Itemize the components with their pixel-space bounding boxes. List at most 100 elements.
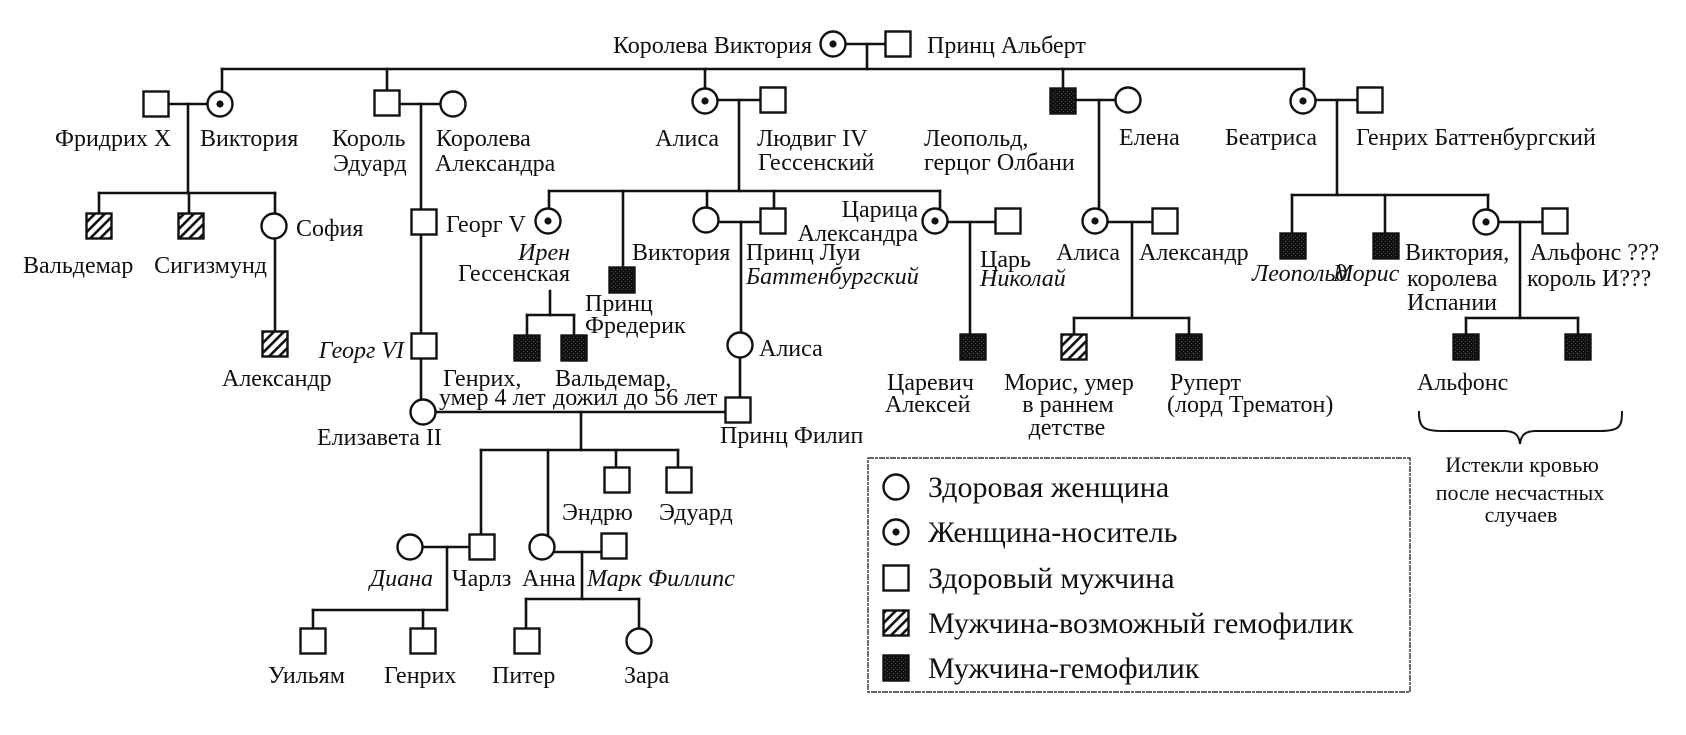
carrier-dot (1482, 218, 1490, 226)
descent-line (97, 191, 277, 215)
label-leopold-albany: Леопольд, (924, 126, 1028, 152)
possible-hemophiliac-square (85, 212, 113, 240)
label-rupert: Руперт (1170, 370, 1242, 396)
possible-hemophiliac-square (882, 609, 910, 637)
carrier-dot (216, 100, 224, 108)
person-beatrice (1289, 87, 1317, 115)
label-henry-hesse: Генрих, (443, 366, 521, 392)
label-sigismund: Сигизмунд (154, 253, 267, 279)
legend-item-healthy-male: Здоровый мужчина (882, 562, 1175, 595)
person-charles (468, 533, 496, 561)
label-charles: Чарлз (452, 566, 511, 592)
label-peter: Питер (492, 663, 555, 689)
descent-line (1464, 316, 1580, 337)
male-square (410, 332, 438, 360)
label-alexander-son-of-sophia: Александр (222, 366, 332, 392)
label-alfonso: Альфонс (1417, 370, 1508, 396)
person-maurice-battenberg (1372, 232, 1400, 260)
label-irene: Ирен (517, 240, 570, 266)
person-ludwig-iv (759, 86, 787, 114)
person-diana (396, 533, 424, 561)
male-square (1541, 207, 1569, 235)
male-square (513, 627, 541, 655)
legend-item-possible-hemophiliac: Мужчина-возможный гемофилик (882, 607, 1354, 640)
hemophiliac-male-square (608, 266, 636, 294)
label-alice: Алиса (655, 126, 719, 152)
label-henry-hesse: умер 4 лет (439, 385, 546, 411)
person-alexander-athlone (1151, 207, 1179, 235)
person-sigismund (177, 212, 205, 240)
legend: Здоровая женщина Женщина-носитель Здоров… (867, 457, 1411, 693)
label-mark-phillips: Марк Филлипс (586, 566, 735, 592)
label-ludwig-iv: Гессенский (758, 150, 875, 176)
person-victoria-princess-royal (206, 90, 234, 118)
bleeding-note: Истекли кровью после несчастных случаев (1436, 452, 1605, 527)
person-alice (691, 87, 719, 115)
possible-hemophiliac-square (261, 330, 289, 358)
person-george-v (410, 208, 438, 236)
label-louis-battenberg: Принц Луи (746, 240, 861, 266)
label-edward: Эдуард (659, 500, 733, 526)
label-ludwig-iv: Людвиг IV (757, 126, 868, 152)
person-queen-alexandra (439, 90, 467, 118)
hemophiliac-male-square (959, 333, 987, 361)
legend-item-carrier-female: Женщина-носитель (882, 516, 1178, 549)
label-rupert: (лорд Трематон) (1167, 392, 1333, 418)
legend-label: Женщина-носитель (928, 516, 1178, 549)
descent-line (1290, 193, 1490, 235)
curly-brace (1417, 410, 1624, 445)
label-queen-alexandra: Александра (435, 151, 556, 177)
hemophiliac-male-square (1452, 333, 1480, 361)
person-elena (1114, 86, 1142, 114)
label-tsarevich-alexei: Царевич (887, 370, 974, 396)
person-tsarevich-alexei (959, 333, 987, 361)
male-square (882, 564, 910, 592)
female-circle (692, 206, 720, 234)
person-edward (665, 466, 693, 494)
label-maurice-athlone: в раннем (1022, 392, 1114, 418)
male-square (665, 466, 693, 494)
label-victoria-princess-royal: Виктория (200, 126, 298, 152)
person-tsarina-alexandra (921, 207, 949, 235)
person-king-edward (373, 89, 401, 117)
legend-item-hemophiliac: Мужчина-гемофилик (882, 652, 1200, 685)
person-tsar-nicholas (994, 207, 1022, 235)
legend-label: Здоровый мужчина (928, 562, 1175, 595)
female-circle (882, 473, 910, 501)
note-line: случаев (1485, 502, 1558, 527)
person-victoria-eugenie (1472, 208, 1500, 236)
person-gonzalo (1564, 333, 1592, 361)
female-circle (1114, 86, 1142, 114)
label-victoria-eugenie: Виктория, (1405, 240, 1509, 266)
person-rupert (1175, 333, 1203, 361)
hemophiliac-symbol-icon (882, 654, 910, 682)
person-victoria-hesse (692, 206, 720, 234)
person-frederick-iii (142, 90, 170, 118)
label-elena: Елена (1119, 125, 1180, 151)
possible-hemophiliac-symbol-icon (882, 609, 910, 637)
male-square (410, 208, 438, 236)
label-beatrice: Беатриса (1225, 125, 1317, 151)
female-circle (439, 90, 467, 118)
label-victoria-eugenie: королева (1407, 266, 1498, 292)
label-alexander-athlone: Александр (1139, 240, 1249, 266)
label-andrew: Эндрю (562, 500, 633, 526)
label-william: Уильям (268, 663, 345, 689)
carrier-dot (701, 97, 709, 105)
female-circle (625, 627, 653, 655)
person-harry (409, 627, 437, 655)
label-tsarevich-alexei: Алексей (885, 392, 971, 418)
label-king-edward: Эдуард (333, 151, 407, 177)
label-irene: Гессенская (458, 261, 570, 287)
label-tsarina-alexandra: Царица (842, 197, 919, 223)
note-line: Истекли кровью (1445, 452, 1599, 477)
person-henry-battenberg (1356, 86, 1384, 114)
person-george-vi (410, 332, 438, 360)
female-circle (396, 533, 424, 561)
label-louis-battenberg: Баттенбургский (745, 264, 919, 290)
hemophiliac-male-square (513, 334, 541, 362)
label-queen-alexandra: Королева (436, 126, 531, 152)
male-square (884, 30, 912, 58)
persons (85, 30, 1592, 655)
label-waldemar-prussia: дожил до 56 лет (553, 385, 718, 411)
